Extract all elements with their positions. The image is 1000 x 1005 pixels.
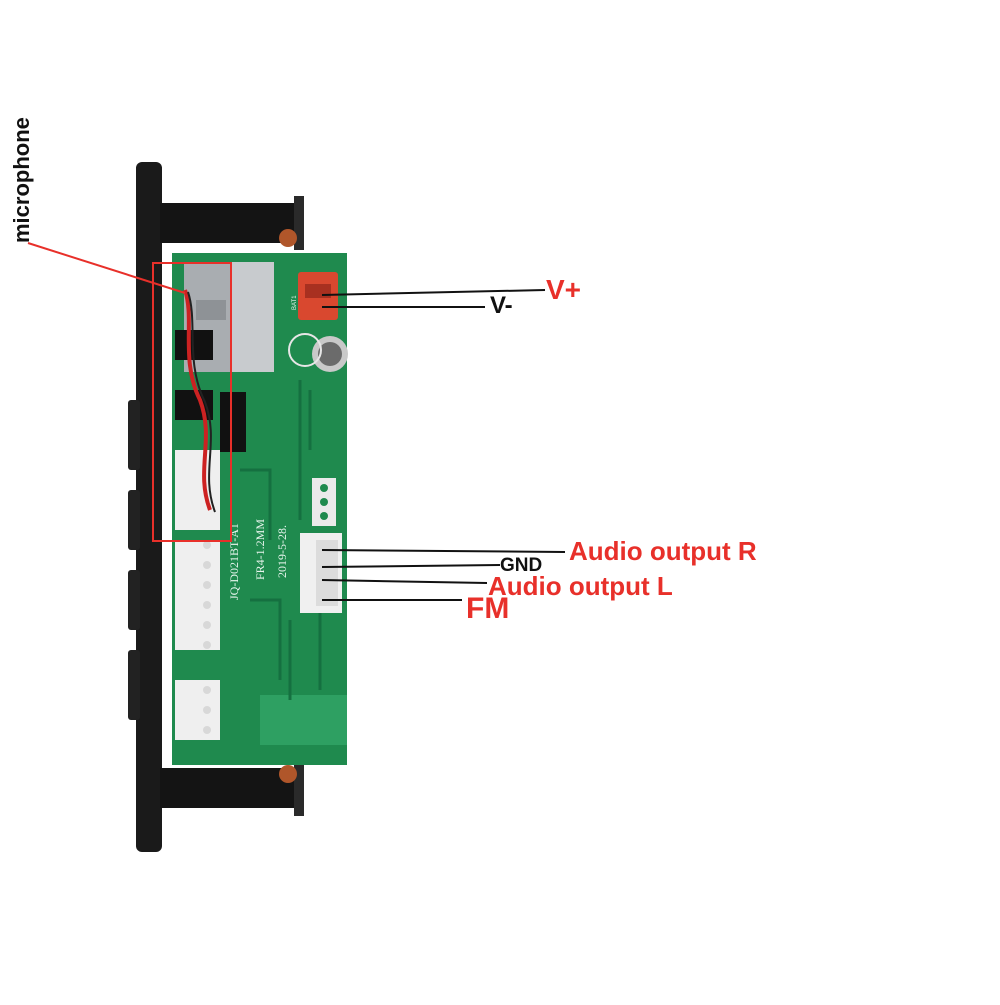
faceplate <box>128 162 162 852</box>
v-plus-label: V+ <box>546 274 582 305</box>
silkscreen-model: JQ-D021BT-A1 <box>227 523 241 600</box>
silkscreen-date: 2019-5-28. <box>275 525 289 578</box>
gnd-leader <box>321 564 501 568</box>
solder-pads <box>203 541 211 734</box>
three-pin-header <box>312 478 336 526</box>
battery-marking: BAT1 <box>292 295 298 310</box>
microphone-highlight-box <box>152 262 232 542</box>
microphone-leader-line <box>27 242 186 294</box>
audio-l-leader <box>321 579 488 584</box>
capacitor <box>288 333 348 372</box>
silkscreen-material: FR4-1.2MM <box>253 519 267 580</box>
v-minus-label: V- <box>490 292 513 319</box>
standoff-top <box>160 196 304 250</box>
microphone-label: microphone <box>9 117 34 243</box>
power-connector <box>298 272 338 320</box>
audio-output-l-label: Audio output L <box>488 571 673 601</box>
v-plus-leader <box>321 289 546 296</box>
fm-label: FM <box>466 592 510 625</box>
standoff-bottom <box>160 762 304 816</box>
microphone-module <box>175 289 246 740</box>
audio-r-leader <box>321 549 566 553</box>
audio-output-r-label: Audio output R <box>569 536 757 566</box>
gnd-label: GND <box>500 555 543 576</box>
